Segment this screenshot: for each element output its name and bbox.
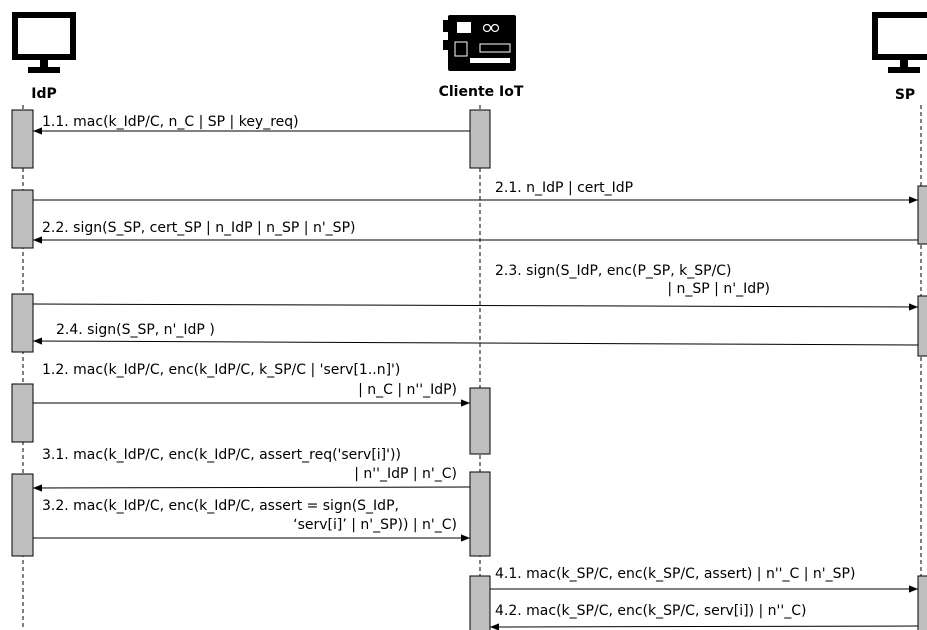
message-label: 3.1. mac(k_IdP/C, enc(k_IdP/C, assert_re… [42,447,401,463]
message-arrow [33,341,918,345]
message-label: | n_C | n''_IdP) [358,382,457,398]
message-arrow [33,487,470,488]
activation-box-sp [918,576,927,630]
message-arrow [490,626,918,627]
message-label: ‘serv[i]’ | n'_SP)) | n'_C) [293,517,457,533]
message-label: 2.3. sign(S_IdP, enc(P_SP, k_SP/C) [495,263,732,279]
message-label: 1.2. mac(k_IdP/C, enc(k_IdP/C, k_SP/C | … [42,362,400,378]
activation-box-sp [918,296,927,356]
activation-box-sp [918,186,927,244]
message-label: | n_SP | n'_IdP) [667,281,770,297]
monitor-icon [875,15,927,73]
activation-box-idp [12,110,33,168]
message-label: 2.4. sign(S_SP, n'_IdP ) [56,322,215,338]
activation-box-idp [12,384,33,442]
message-label: | n''_IdP | n'_C) [354,466,457,482]
participant-sp-label: SP [895,87,915,103]
activation-box-idp [12,190,33,248]
activation-box-client [470,110,490,168]
message-arrow [33,304,918,307]
arduino-board-icon [443,15,516,71]
activation-box-idp [12,294,33,352]
message-label: 4.1. mac(k_SP/C, enc(k_SP/C, assert) | n… [495,566,855,582]
message-label: 2.2. sign(S_SP, cert_SP | n_IdP | n_SP |… [42,220,355,236]
activation-box-idp [12,474,33,556]
participant-idp-label: IdP [31,86,57,102]
message-label: 3.2. mac(k_IdP/C, enc(k_IdP/C, assert = … [42,498,399,514]
activation-box-client [470,388,490,454]
monitor-icon [15,15,73,73]
activation-box-client [470,472,490,556]
message-label: 4.2. mac(k_SP/C, enc(k_SP/C, serv[i]) | … [495,603,807,619]
activation-box-client [470,576,490,630]
message-label: 1.1. mac(k_IdP/C, n_C | SP | key_req) [42,114,299,130]
message-label: 2.1. n_IdP | cert_IdP [495,180,633,196]
participant-client-label: Cliente IoT [439,84,524,100]
